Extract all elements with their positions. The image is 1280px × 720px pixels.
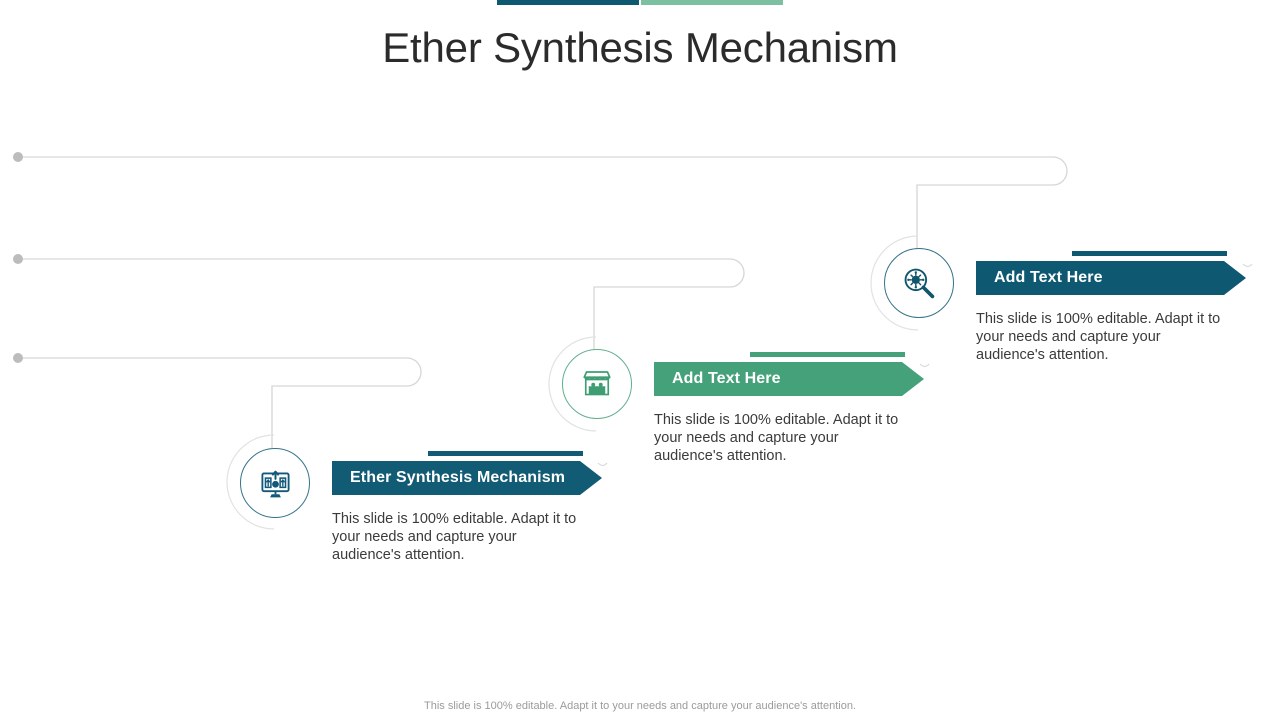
item-top-icon-circle: [884, 248, 954, 318]
banner-arrow-tip: [580, 461, 602, 495]
item-bottom-heading: Ether Synthesis Mechanism: [350, 469, 566, 486]
monitor-upload-icon: [260, 470, 290, 497]
item-middle-accent-bar: [750, 352, 905, 357]
item-top-heading: Add Text Here: [994, 269, 1103, 286]
icon-ring: [884, 248, 954, 318]
item-top-body: This slide is 100% editable. Adapt it to…: [976, 311, 1221, 363]
page-title: Ether Synthesis Mechanism: [382, 24, 898, 71]
item-middle-heading: Add Text Here: [672, 370, 781, 387]
item-bottom-icon-circle: [240, 448, 310, 518]
slide-footer-note: This slide is 100% editable. Adapt it to…: [424, 700, 856, 712]
magnifier-virus-icon: [904, 268, 935, 299]
item-top-accent-bar: [1072, 251, 1227, 256]
item-middle-body: This slide is 100% editable. Adapt it to…: [654, 412, 899, 464]
item-bottom-accent-bar: [428, 451, 583, 456]
item-middle-icon-circle: [562, 349, 632, 419]
banner-arrow-tip: [902, 362, 924, 396]
banner-arrow-tip: [1224, 261, 1246, 295]
item-bottom-body: This slide is 100% editable. Adapt it to…: [332, 511, 577, 563]
item-top-banner-block: Add Text Here: [976, 251, 1246, 295]
item-top-heading-banner[interactable]: Add Text Here: [976, 261, 1246, 295]
item-middle-banner-block: Add Text Here: [654, 352, 924, 396]
item-bottom-heading-banner[interactable]: Ether Synthesis Mechanism: [332, 461, 602, 495]
item-middle-heading-banner[interactable]: Add Text Here: [654, 362, 924, 396]
storefront-icon: [583, 371, 611, 396]
topbar-green-segment: [641, 0, 783, 5]
item-bottom-banner-block: Ether Synthesis Mechanism: [332, 451, 602, 495]
icon-ring: [562, 349, 632, 419]
icon-ring: [240, 448, 310, 518]
topbar-dark-segment: [497, 0, 639, 5]
